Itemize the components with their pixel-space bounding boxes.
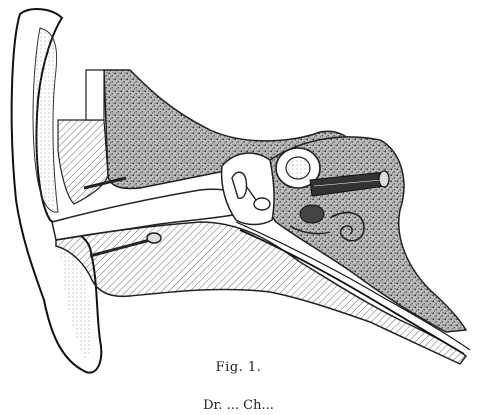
figure-subcaption: Dr. ... Ch... [0, 398, 477, 415]
figure-caption: Fig. 1. [0, 360, 477, 375]
cartilage-upper [58, 120, 108, 204]
